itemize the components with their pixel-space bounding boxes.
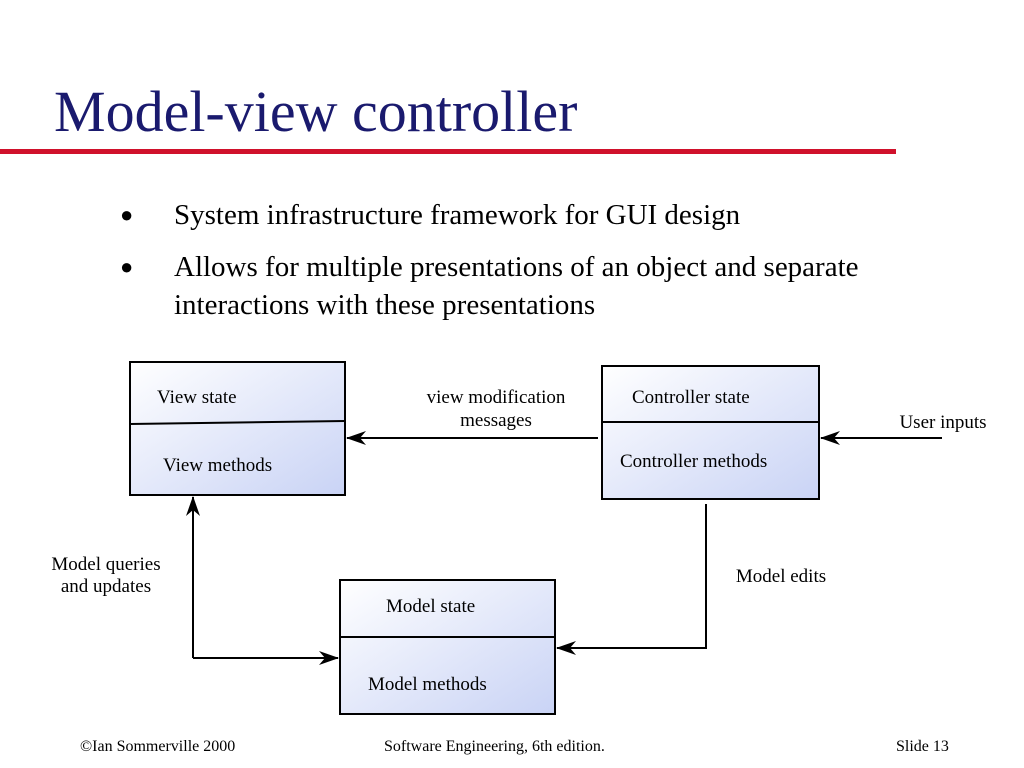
controller-methods-label: Controller methods xyxy=(620,451,767,472)
model-methods-label: Model methods xyxy=(368,674,487,695)
view-box: View state View methods xyxy=(129,361,346,496)
footer-slide-number: Slide 13 xyxy=(896,738,949,755)
model-queries-label-line2: and updates xyxy=(61,576,151,597)
model-queries-label-line1: Model queries xyxy=(51,554,160,575)
view-modification-label-line1: view modification xyxy=(427,387,566,408)
view-modification-label-line2: messages xyxy=(460,410,532,431)
model-edits-label: Model edits xyxy=(736,566,826,587)
bullet-list: ● System infrastructure framework for GU… xyxy=(120,196,920,338)
view-methods-label: View methods xyxy=(163,455,272,476)
bullet-text: Allows for multiple presentations of an … xyxy=(174,251,859,321)
slide-title: Model-view controller xyxy=(54,79,578,144)
bullet-dot-icon: ● xyxy=(120,202,134,227)
title-underline xyxy=(0,149,896,154)
controller-state-label: Controller state xyxy=(632,387,750,408)
bullet-item: ● Allows for multiple presentations of a… xyxy=(120,248,920,324)
view-state-label: View state xyxy=(157,387,237,408)
bullet-item: ● System infrastructure framework for GU… xyxy=(120,196,920,234)
model-edits-arrow xyxy=(556,504,707,655)
model-box: Model state Model methods xyxy=(339,579,556,715)
bullet-dot-icon: ● xyxy=(120,254,134,279)
controller-box: Controller state Controller methods xyxy=(601,365,820,500)
footer-copyright: ©Ian Sommerville 2000 xyxy=(80,738,236,755)
footer-book-title: Software Engineering, 6th edition. xyxy=(384,738,605,755)
bullet-text: System infrastructure framework for GUI … xyxy=(174,199,741,231)
model-state-label: Model state xyxy=(386,596,475,617)
user-inputs-label: User inputs xyxy=(899,412,986,433)
